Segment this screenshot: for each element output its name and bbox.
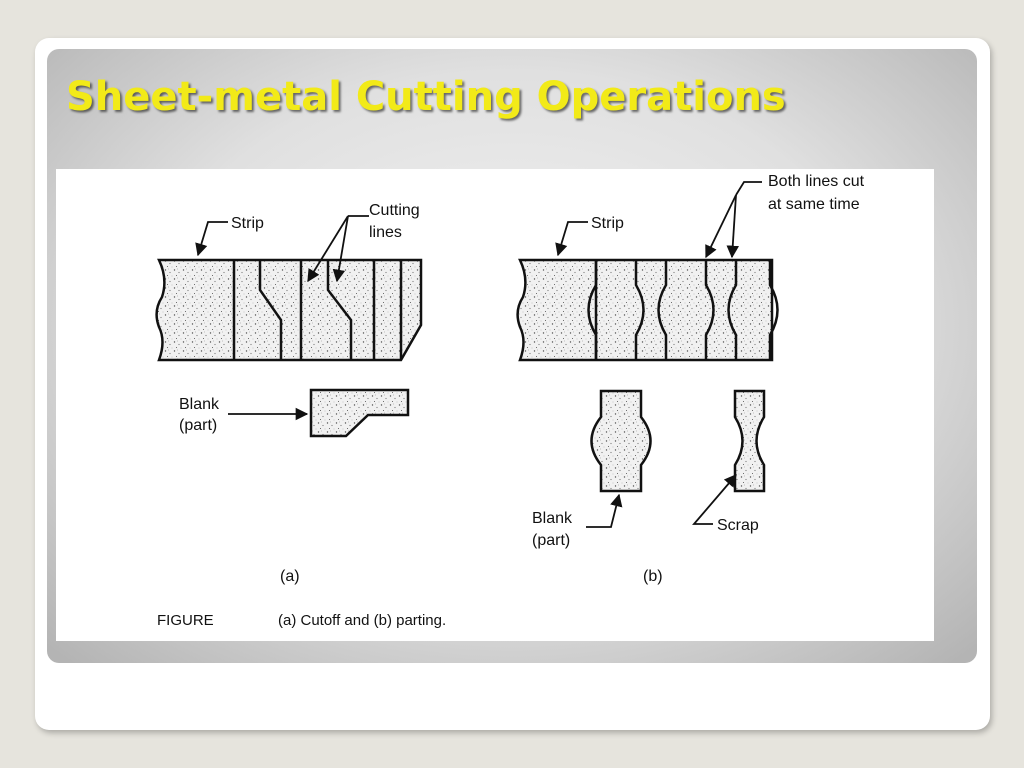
blank-b-label-1: Blank	[532, 510, 573, 527]
blank-b-label-2: (part)	[532, 532, 570, 549]
cutting-lines-label-1: Cutting	[369, 202, 420, 219]
both-lines-label-2: at same time	[768, 196, 860, 213]
cutting-lines-label-2: lines	[369, 224, 402, 241]
strip-a-label: Strip	[231, 215, 264, 232]
blank-a-label-2: (part)	[179, 417, 217, 434]
slide-title: Sheet-metal Cutting Operations	[66, 74, 786, 120]
scrap-label: Scrap	[717, 517, 759, 534]
parting-diagram: Strip Both lines cut at same time Blank …	[516, 173, 865, 585]
both-lines-label-1: Both lines cut	[768, 173, 865, 190]
scrap-shape	[733, 389, 766, 493]
strip-a-shape	[155, 258, 423, 362]
strip-b-label: Strip	[591, 215, 624, 232]
blank-a-label-1: Blank	[179, 396, 220, 413]
cutoff-diagram: Strip Cutting lines Blank (part) (a)	[155, 202, 423, 585]
strip-b-shape	[516, 258, 774, 362]
panel-a-label: (a)	[280, 568, 300, 585]
panel-b-label: (b)	[643, 568, 663, 585]
blank-b-shape	[590, 389, 652, 493]
figure-caption-text: (a) Cutoff and (b) parting.	[278, 612, 446, 629]
figure-caption-prefix: FIGURE	[157, 612, 214, 629]
blank-a-shape	[309, 388, 410, 438]
figure-image: Strip Cutting lines Blank (part) (a) Str…	[56, 169, 934, 641]
